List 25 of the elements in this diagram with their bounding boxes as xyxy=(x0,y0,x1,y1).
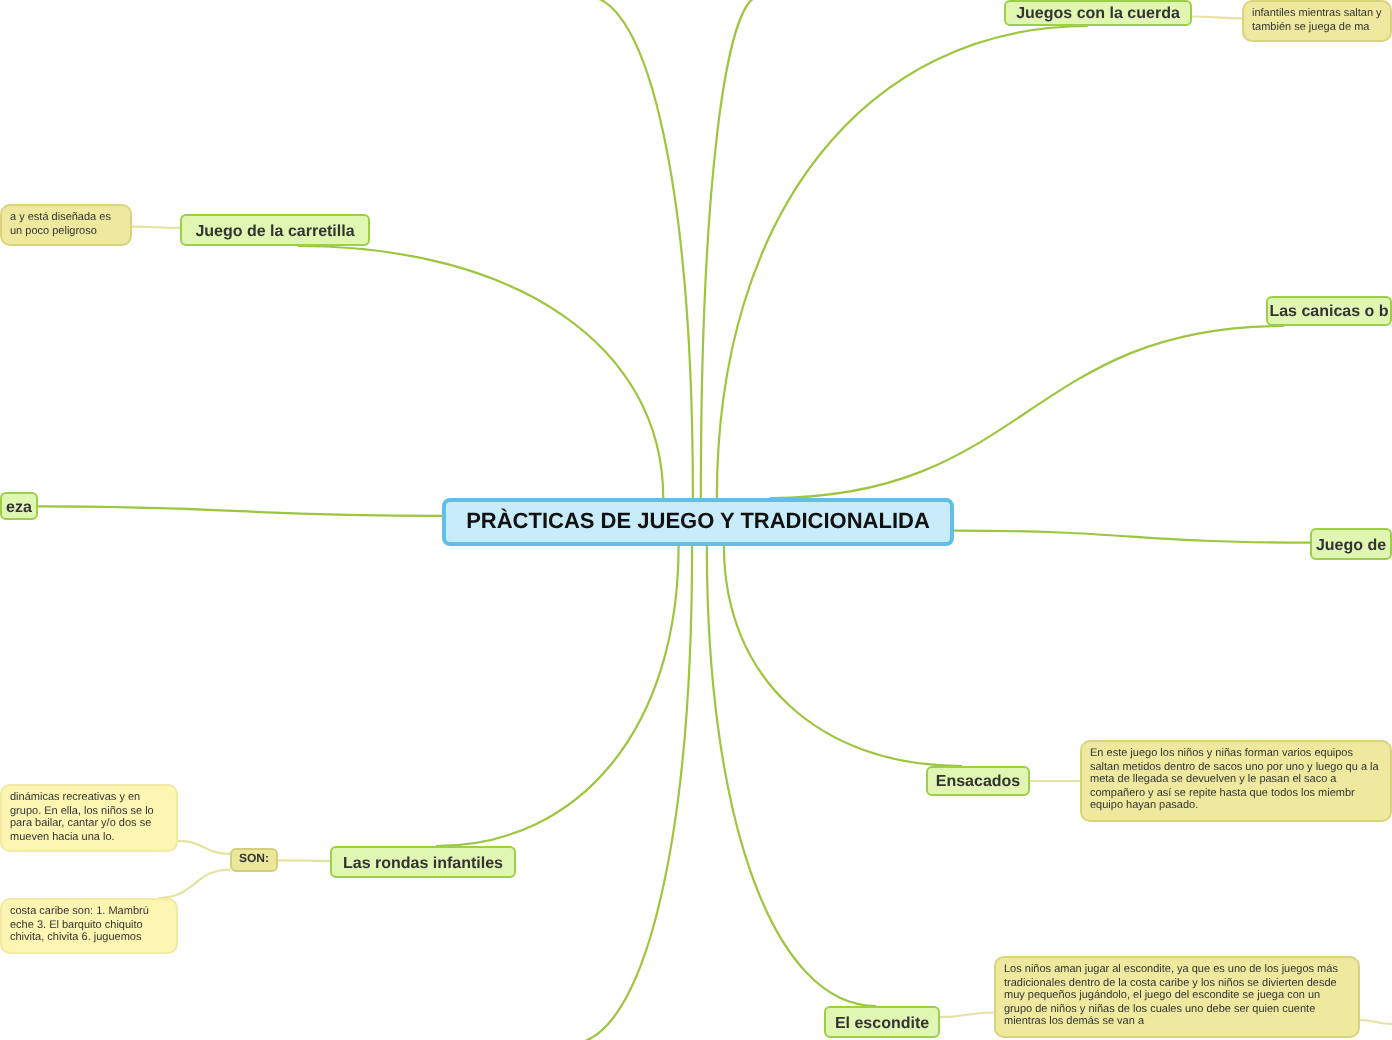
topic-box: Las rondas infantiles xyxy=(330,846,516,878)
branch-line xyxy=(1359,1018,1392,1026)
branch-line xyxy=(278,859,330,862)
branch-line xyxy=(722,545,962,768)
topic-box: Las canicas o b xyxy=(1266,296,1392,326)
topic-box: Juegos con la cuerda xyxy=(1004,0,1192,26)
central-topic-box: PRÀCTICAS DE JUEGO Y TRADICIONALIDA xyxy=(442,498,954,546)
branch-line xyxy=(177,839,231,856)
branch-line xyxy=(1030,779,1080,783)
branch-line xyxy=(1192,15,1242,20)
branch-line xyxy=(769,324,1285,500)
topic-box: Ensacados xyxy=(926,766,1030,796)
branch-line xyxy=(954,529,1310,544)
branch-line xyxy=(435,545,680,848)
branch-line xyxy=(132,225,180,229)
topic-box: eza xyxy=(0,492,38,520)
branch-line xyxy=(298,244,665,499)
topic-box: El escondite xyxy=(824,1006,940,1038)
topic-box: Juego de xyxy=(1310,528,1392,560)
topic-box: Juego de la carretilla xyxy=(180,214,370,246)
branch-line xyxy=(705,545,877,1008)
branch-line xyxy=(158,868,231,900)
branch-line xyxy=(715,24,1088,499)
branch-line xyxy=(940,1011,994,1019)
branch-line xyxy=(38,505,442,518)
